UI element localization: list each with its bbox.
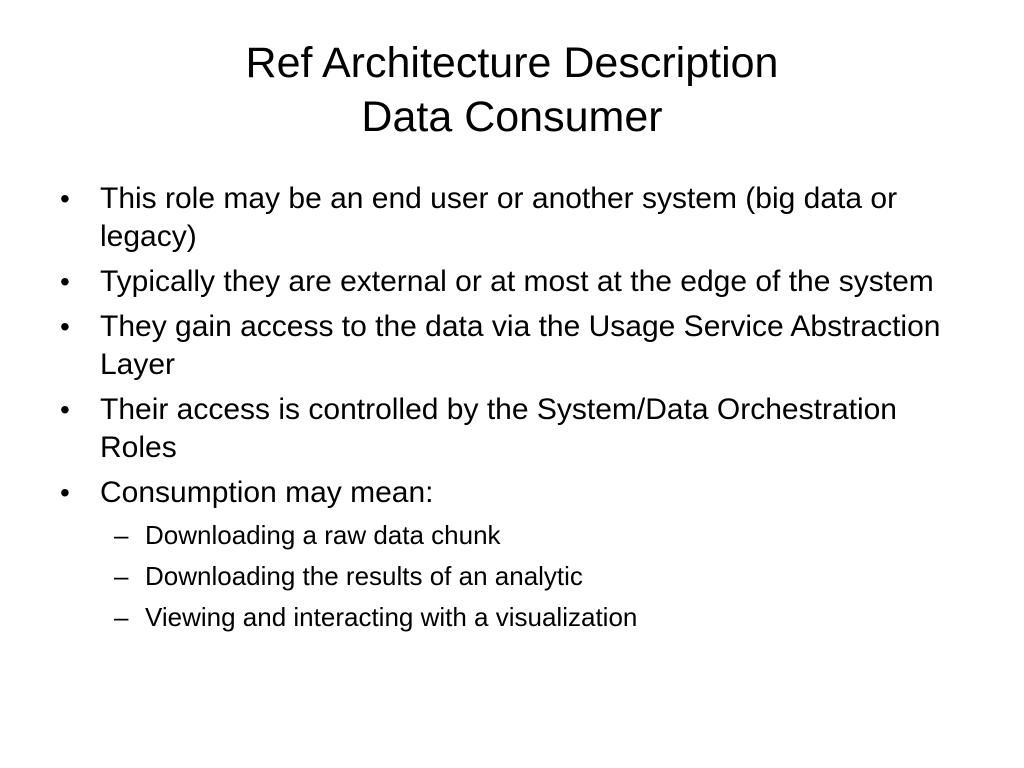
bullet-text: Their access is controlled by the System…	[100, 393, 897, 464]
dash-icon: –	[114, 561, 129, 591]
slide-title: Ref Architecture Description Data Consum…	[100, 36, 924, 144]
sub-bullet-text: Downloading the results of an analytic	[145, 561, 583, 591]
bullet-icon: •	[60, 311, 70, 342]
bullet-text: Typically they are external or at most a…	[100, 265, 934, 298]
bullet-item: • Typically they are external or at most…	[58, 263, 978, 301]
bullet-item: • They gain access to the data via the U…	[58, 308, 978, 384]
bullet-text: Consumption may mean:	[100, 476, 434, 509]
bullet-list: • This role may be an end user or anothe…	[58, 180, 978, 641]
sub-bullet-item: – Viewing and interacting with a visuali…	[58, 600, 978, 634]
bullet-text: This role may be an end user or another …	[100, 182, 898, 253]
dash-icon: –	[114, 602, 129, 632]
slide-title-line-1: Ref Architecture Description	[245, 39, 779, 87]
bullet-icon: •	[60, 477, 70, 508]
bullet-item: • Consumption may mean:	[58, 474, 978, 512]
sub-bullet-text: Viewing and interacting with a visualiza…	[145, 602, 638, 632]
sub-bullet-item: – Downloading the results of an analytic	[58, 559, 978, 593]
sub-bullet-list: – Downloading a raw data chunk – Downloa…	[58, 518, 978, 634]
slide-title-line-2: Data Consumer	[361, 93, 663, 141]
bullet-icon: •	[60, 266, 70, 297]
bullet-item: • This role may be an end user or anothe…	[58, 180, 978, 256]
bullet-icon: •	[60, 183, 70, 214]
bullet-text: They gain access to the data via the Usa…	[100, 310, 941, 381]
sub-bullet-group: – Downloading a raw data chunk – Downloa…	[58, 518, 978, 634]
bullet-item: • Their access is controlled by the Syst…	[58, 391, 978, 467]
bullet-icon: •	[60, 394, 70, 425]
sub-bullet-item: – Downloading a raw data chunk	[58, 518, 978, 552]
dash-icon: –	[114, 520, 129, 550]
sub-bullet-text: Downloading a raw data chunk	[145, 520, 501, 550]
